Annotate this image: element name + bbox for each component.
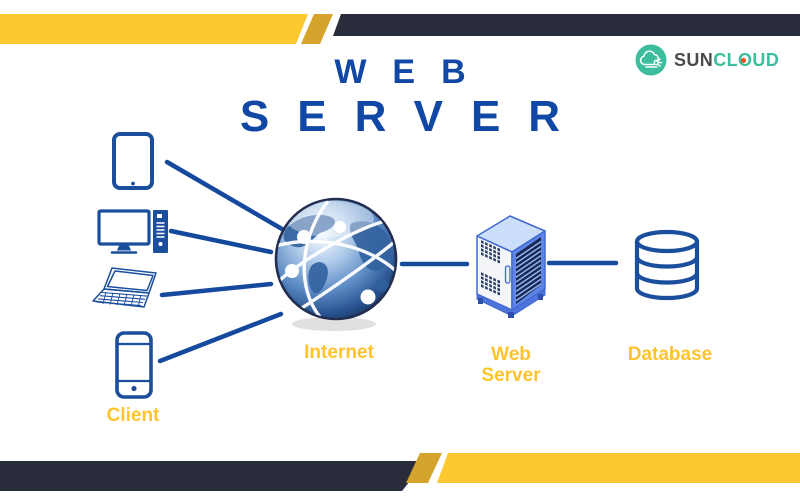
desktop-computer-icon (97, 209, 168, 254)
bottom-yellow-band (437, 453, 800, 483)
tablet-icon (112, 132, 154, 190)
suncloud-cloud-icon (635, 44, 667, 76)
server-rack-icon (476, 215, 546, 318)
smartphone-icon (115, 331, 153, 399)
page-title: WEB SERVER (0, 54, 800, 140)
logo-orange-dot (741, 58, 746, 63)
globe-internet-icon (274, 197, 398, 331)
label-database: Database (627, 344, 713, 365)
line-tablet-internet (164, 159, 285, 232)
label-web-server-line1: Web (491, 344, 531, 365)
top-yellow-band (0, 14, 308, 44)
label-internet: Internet (304, 342, 374, 363)
title-line-1: WEB (334, 53, 492, 91)
suncloud-logo: SUNCLOUD (635, 44, 779, 76)
logo-cloud-text: CLOUD (713, 50, 780, 70)
label-web-server-line2: Server (481, 365, 541, 386)
label-web-server: Web Server (451, 344, 571, 386)
top-navy-band (333, 14, 800, 36)
line-desktop-internet (168, 228, 274, 255)
bottom-navy-band (0, 461, 426, 491)
line-laptop-internet (159, 281, 274, 298)
logo-sun-text: SUN (674, 50, 714, 70)
database-icon (634, 229, 700, 301)
suncloud-logo-text: SUNCLOUD (674, 50, 779, 70)
title-line-2: SERVER (239, 92, 589, 141)
laptop-icon (92, 267, 157, 308)
line-phone-internet (157, 311, 284, 364)
label-client: Client (106, 405, 160, 426)
